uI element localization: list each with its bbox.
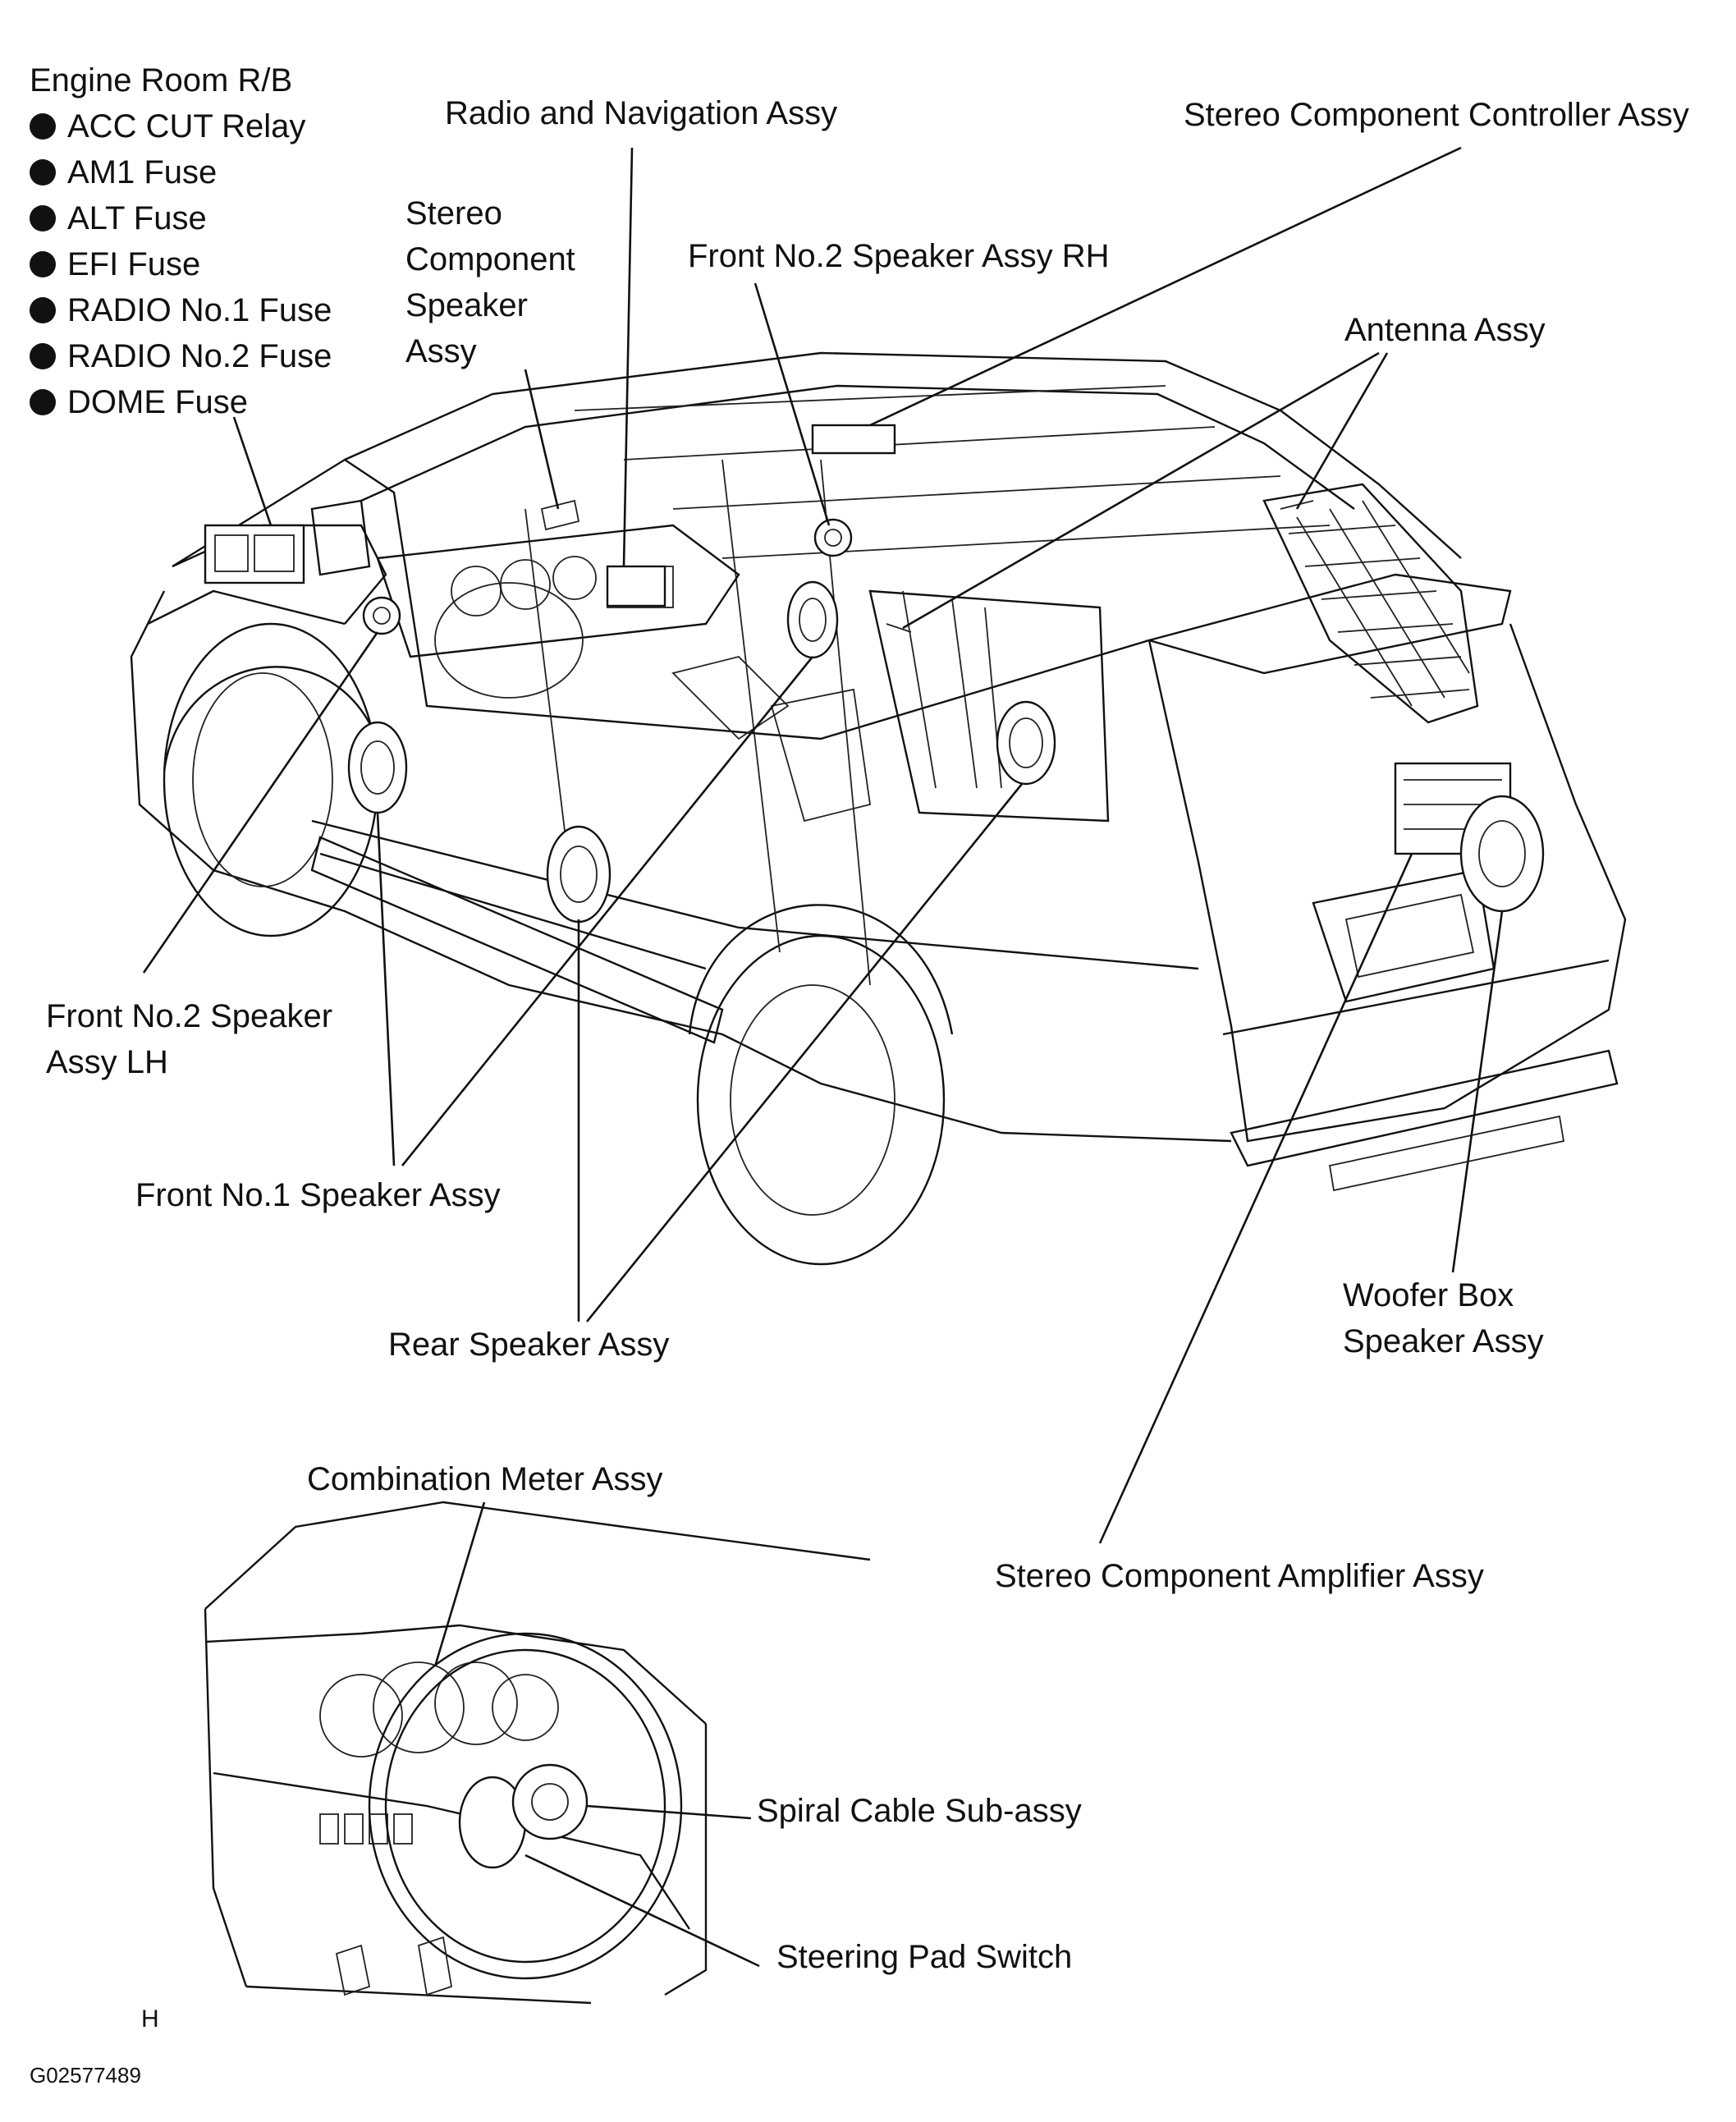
label-front-no2-speaker-assy-rh: Front No.2 Speaker Assy RH <box>688 238 1110 274</box>
view-letter: H <box>141 2005 159 2033</box>
bullet-icon <box>30 297 56 323</box>
engine-room-rb-title: Engine Room R/B <box>30 62 293 99</box>
label-antenna-assy: Antenna Assy <box>1344 312 1546 348</box>
bullet-icon <box>30 159 56 186</box>
list-item: AM1 Fuse <box>30 149 332 195</box>
list-item: EFI Fuse <box>30 241 332 287</box>
bullet-icon <box>30 389 56 415</box>
list-item: ACC CUT Relay <box>30 103 332 149</box>
label-spiral-cable-sub-assy: Spiral Cable Sub-assy <box>757 1793 1082 1829</box>
bullet-icon <box>30 113 56 140</box>
label-front-no2-speaker-assy-lh: Front No.2 Speaker Assy LH <box>46 998 333 1080</box>
dashboard-inset-illustration <box>204 1501 871 2005</box>
bullet-icon <box>30 343 56 369</box>
list-item: DOME Fuse <box>30 379 332 425</box>
label-rear-speaker-assy: Rear Speaker Assy <box>388 1327 670 1363</box>
vehicle-illustration <box>130 351 1627 1266</box>
label-radio-navigation-assy: Radio and Navigation Assy <box>445 95 838 131</box>
label-woofer-box-speaker-assy: Woofer Box Speaker Assy <box>1343 1277 1544 1359</box>
figure-code: G02577489 <box>30 2063 141 2088</box>
bullet-icon <box>30 205 56 231</box>
leader-lines <box>142 146 1504 1968</box>
engine-room-rb-items: ACC CUT Relay AM1 Fuse ALT Fuse EFI Fuse… <box>30 103 332 425</box>
engine-room-rb-list: Engine Room R/B ACC CUT Relay AM1 Fuse A… <box>30 57 332 425</box>
list-item: RADIO No.1 Fuse <box>30 287 332 333</box>
list-item: ALT Fuse <box>30 195 332 241</box>
label-steering-pad-switch: Steering Pad Switch <box>776 1939 1073 1975</box>
label-front-no1-speaker-assy: Front No.1 Speaker Assy <box>135 1177 501 1213</box>
label-combination-meter-assy: Combination Meter Assy <box>307 1461 663 1497</box>
label-stereo-component-controller-assy: Stereo Component Controller Assy <box>1184 97 1689 133</box>
list-item: RADIO No.2 Fuse <box>30 333 332 379</box>
bullet-icon <box>30 251 56 277</box>
label-stereo-component-amplifier-assy: Stereo Component Amplifier Assy <box>995 1558 1484 1594</box>
label-stereo-component-speaker-assy: Stereo Component Speaker Assy <box>405 195 575 369</box>
